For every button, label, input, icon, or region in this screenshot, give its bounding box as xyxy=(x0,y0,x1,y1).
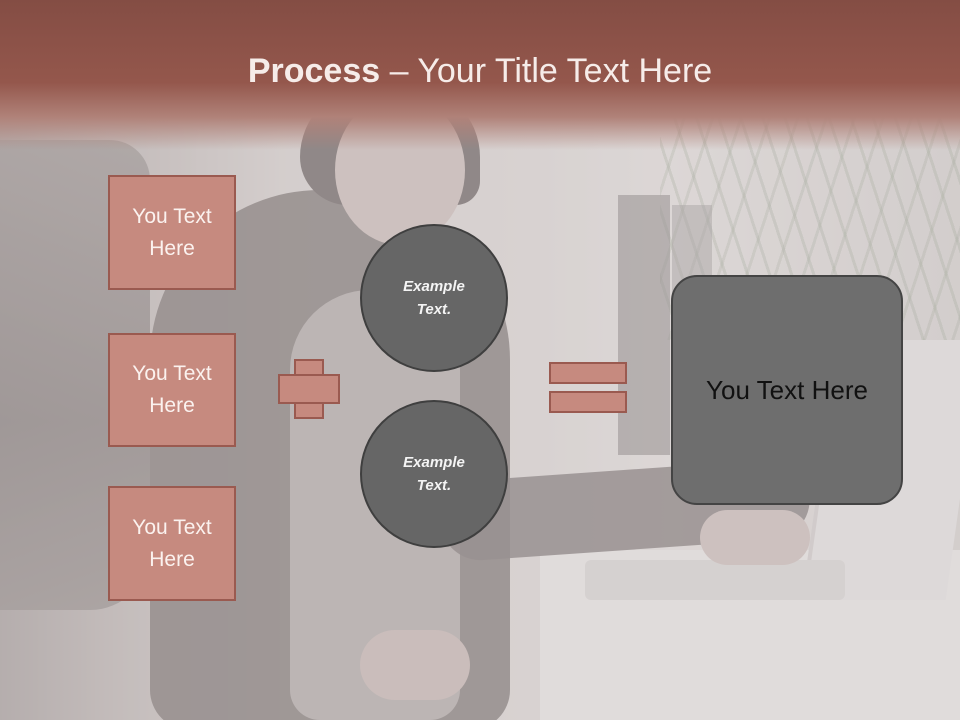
background-hand xyxy=(700,510,810,565)
example-circle-2[interactable]: Example Text. xyxy=(360,400,508,548)
background-laptop xyxy=(585,560,845,600)
slide-title[interactable]: Process – Your Title Text Here xyxy=(0,52,960,91)
text-box-label: You Text Here xyxy=(132,515,212,571)
title-band xyxy=(0,0,960,150)
background-hand xyxy=(360,630,470,700)
text-box-label: You Text Here xyxy=(132,362,212,417)
text-box-2[interactable]: You Text Here xyxy=(108,333,236,447)
title-bold: Process xyxy=(247,52,381,90)
text-box-3[interactable]: You Text Here xyxy=(108,486,236,601)
plus-icon-center xyxy=(296,376,322,402)
equals-icon-bar-top xyxy=(549,362,627,384)
circle-label: Example Text. xyxy=(403,454,465,494)
circle-label: Example Text. xyxy=(403,278,465,318)
text-box-1[interactable]: You Text Here xyxy=(108,175,236,290)
text-box-label: You Text Here xyxy=(132,204,212,260)
equals-icon-bar-bottom xyxy=(549,391,627,413)
example-circle-1[interactable]: Example Text. xyxy=(360,224,508,372)
result-label: You Text Here xyxy=(706,374,868,405)
result-box[interactable]: You Text Here xyxy=(671,275,903,505)
title-rest: – Your Title Text Here xyxy=(380,52,713,90)
